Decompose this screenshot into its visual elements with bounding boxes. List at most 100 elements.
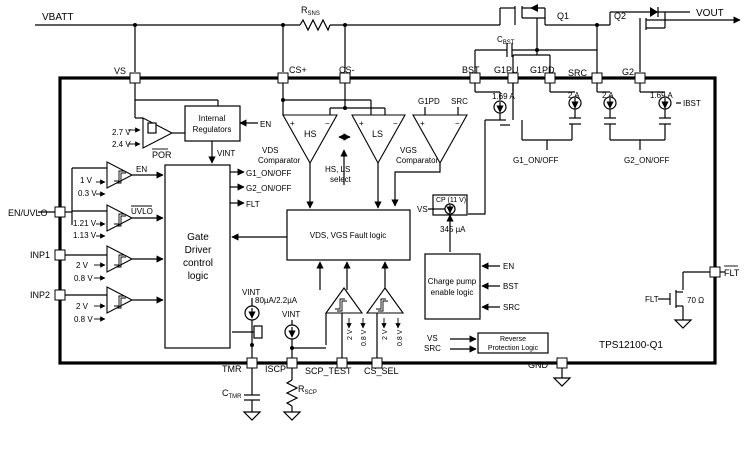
svg-text:CS+: CS+ xyxy=(289,65,307,75)
svg-text:ISCP: ISCP xyxy=(265,364,286,374)
svg-text:1 V: 1 V xyxy=(80,176,93,185)
svg-text:LS: LS xyxy=(372,129,383,139)
svg-text:2 V: 2 V xyxy=(76,302,89,311)
svg-text:−: − xyxy=(325,119,330,128)
svg-text:UVLO: UVLO xyxy=(131,207,153,216)
pin-inp2: INP2 xyxy=(30,289,66,301)
svg-text:VDS: VDS xyxy=(262,146,278,155)
svg-text:−: − xyxy=(455,119,460,128)
pin-inp1: INP1 xyxy=(30,249,66,261)
q1-mosfet: Q1 xyxy=(499,4,610,55)
svg-text:FLT: FLT xyxy=(246,200,260,209)
por-label: POR xyxy=(152,150,172,160)
svg-text:1.21 V: 1.21 V xyxy=(73,219,97,228)
svg-text:1.13 V: 1.13 V xyxy=(73,231,97,240)
por-comparator: 2.7 V 2.4 V POR xyxy=(112,83,219,160)
svg-text:2.4 V: 2.4 V xyxy=(112,140,131,149)
pin-cs-plus: CS+ xyxy=(277,65,307,84)
svg-text:G1_ON/OFF: G1_ON/OFF xyxy=(513,156,558,165)
pin-flt: FLT xyxy=(709,265,740,278)
pin-g2: G2 xyxy=(622,67,646,84)
charge-pump-enable-block: Charge pump enable logic EN BST SRC xyxy=(424,253,520,320)
cs-sel-buffer: 2 V 0.8 V xyxy=(365,287,405,358)
sense-resistor: RSNS xyxy=(299,5,331,32)
svg-text:2 V: 2 V xyxy=(382,329,389,340)
svg-text:RSCP: RSCP xyxy=(298,384,317,396)
svg-text:VS: VS xyxy=(427,334,438,343)
svg-text:CTMR: CTMR xyxy=(222,388,242,400)
svg-text:CS-: CS- xyxy=(339,65,355,75)
inp1-comparator: 2 V 0.8 V xyxy=(65,245,164,283)
svg-text:EN: EN xyxy=(136,165,147,174)
svg-text:GND: GND xyxy=(528,360,549,370)
svg-text:2 A: 2 A xyxy=(568,91,580,100)
svg-text:G2_ON/OFF: G2_ON/OFF xyxy=(246,184,291,193)
svg-text:control: control xyxy=(183,258,213,269)
svg-text:VINT: VINT xyxy=(242,288,260,297)
inp2-comparator: 2 V 0.8 V xyxy=(65,286,164,324)
internal-regulators-block: Internal Regulators EN VINT xyxy=(184,105,271,164)
svg-text:FLT: FLT xyxy=(645,295,659,304)
device-outline xyxy=(58,76,717,365)
vout-label: VOUT xyxy=(696,8,724,19)
svg-text:2 A: 2 A xyxy=(602,91,614,100)
pin-scp-test: SCP_TEST xyxy=(305,357,352,376)
sense-wiring xyxy=(134,25,346,72)
svg-text:VGS: VGS xyxy=(400,146,417,155)
svg-text:CS_SEL: CS_SEL xyxy=(364,366,399,376)
pin-cs-sel: CS_SEL xyxy=(364,357,399,376)
iscp-current-source: VINT xyxy=(282,310,326,358)
svg-text:1.69 A: 1.69 A xyxy=(650,91,673,100)
svg-text:Protection Logic: Protection Logic xyxy=(488,345,539,352)
svg-text:Regulators: Regulators xyxy=(193,125,232,134)
svg-text:INP2: INP2 xyxy=(30,290,50,300)
svg-text:70 Ω: 70 Ω xyxy=(687,296,704,305)
en-comparator: EN 1 V 0.3 V xyxy=(65,161,164,225)
svg-text:G1PU: G1PU xyxy=(494,65,519,75)
pin-gnd: GND xyxy=(528,357,568,370)
svg-text:Charge pump: Charge pump xyxy=(428,277,477,286)
vout-rail: VOUT xyxy=(665,8,741,24)
g2pu-source: 1.69 A IBST xyxy=(639,83,701,140)
svg-text:+: + xyxy=(290,119,295,128)
svg-text:Gate: Gate xyxy=(187,232,209,243)
gate-driver-block: Gate Driver control logic G1_ON/OFF G2_O… xyxy=(164,164,291,349)
pin-g1pd: G1PD xyxy=(530,65,556,84)
g1pd-sink: 2 A G1_ON/OFF xyxy=(513,83,598,165)
svg-text:0.8 V: 0.8 V xyxy=(397,329,404,346)
svg-text:G1PD: G1PD xyxy=(418,97,440,106)
svg-text:INP1: INP1 xyxy=(30,250,50,260)
svg-text:80µA/2.2µA: 80µA/2.2µA xyxy=(255,296,298,305)
svg-text:CP (11 V): CP (11 V) xyxy=(436,197,466,204)
svg-text:Driver: Driver xyxy=(185,245,212,256)
svg-text:VS: VS xyxy=(114,66,126,76)
svg-text:SRC: SRC xyxy=(568,68,588,78)
svg-text:select: select xyxy=(330,175,352,184)
pin-g1pu: G1PU xyxy=(494,65,519,84)
svg-text:RSNS: RSNS xyxy=(301,5,320,17)
pin-bst: BST xyxy=(462,65,481,84)
svg-text:EN: EN xyxy=(503,262,514,271)
scp-resistor: RSCP xyxy=(282,368,317,421)
svg-text:G1_ON/OFF: G1_ON/OFF xyxy=(246,169,291,178)
pin-en-uvlo: EN/UVLO xyxy=(8,206,66,218)
svg-text:345 µA: 345 µA xyxy=(440,225,466,234)
pin-cs-minus: CS- xyxy=(339,65,355,84)
svg-text:2 V: 2 V xyxy=(76,261,89,270)
svg-text:G1PD: G1PD xyxy=(530,65,555,75)
timer-capacitor: CTMR xyxy=(222,368,262,421)
reverse-protection-block: Reverse Protection Logic VS SRC xyxy=(424,332,549,354)
scp-test-buffer: 2 V 0.8 V xyxy=(324,287,368,358)
svg-text:HS: HS xyxy=(304,129,317,139)
svg-text:Comparator: Comparator xyxy=(396,156,439,165)
device-title: TPS12100-Q1 xyxy=(599,340,663,351)
uvlo-comparator: UVLO 1.21 V 1.13 V xyxy=(72,204,164,240)
svg-text:VDS, VGS Fault logic: VDS, VGS Fault logic xyxy=(310,231,386,240)
pin-vs: VS xyxy=(114,66,141,84)
svg-text:EN/UVLO: EN/UVLO xyxy=(8,208,48,218)
svg-text:FLT: FLT xyxy=(724,268,740,278)
hs-ls-select: HS, LS select xyxy=(325,133,352,185)
g2pd-sink: 2 A G2_ON/OFF xyxy=(597,91,669,165)
svg-text:TMR: TMR xyxy=(222,364,242,374)
